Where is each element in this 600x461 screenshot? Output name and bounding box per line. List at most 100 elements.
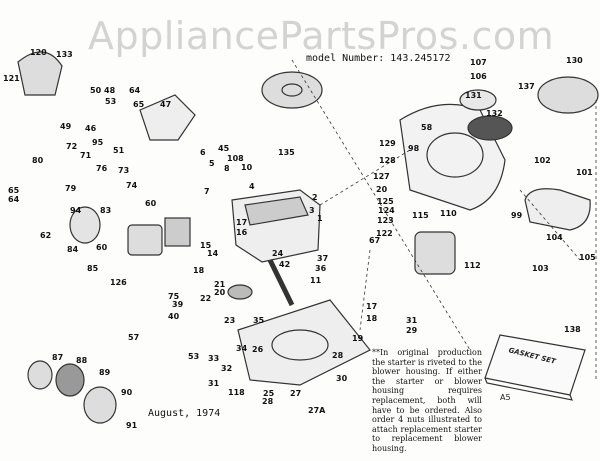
air-cleaner — [17, 51, 101, 244]
part-number-label: 6 — [200, 148, 206, 157]
part-number-label: 124 — [378, 206, 395, 215]
part-number-label: 85 — [87, 264, 99, 273]
part-number-label: 47 — [160, 100, 172, 109]
starter — [459, 76, 599, 141]
part-number-label: 65 — [133, 100, 145, 109]
part-number-label: 31 — [406, 316, 418, 325]
part-number-label: 26 — [252, 345, 264, 354]
part-number-label: 24 — [272, 249, 284, 258]
carburetor — [127, 217, 191, 256]
part-number-label: 28 — [262, 397, 274, 406]
part-number-label: 18 — [366, 314, 378, 323]
part-number-label: 4 — [249, 182, 255, 191]
part-number-label: 39 — [172, 300, 184, 309]
part-number-label: 108 — [227, 154, 244, 163]
part-number-label: 1 — [317, 214, 323, 223]
part-number-label: 138 — [564, 325, 581, 334]
part-number-label: 51 — [113, 146, 125, 155]
part-number-label: 36 — [315, 264, 327, 273]
model-number: model Number: 143.245172 — [306, 53, 451, 64]
part-number-label: 23 — [224, 316, 236, 325]
part-number-label: 28 — [332, 351, 344, 360]
part-number-label: 72 — [66, 142, 78, 151]
part-number-label: 120 — [30, 48, 47, 57]
part-number-label: 107 — [470, 58, 487, 67]
part-number-label: 48 — [104, 86, 116, 95]
part-number-label: 15 — [200, 241, 212, 250]
part-number-label: 129 — [379, 139, 396, 148]
cylinder-head — [139, 94, 196, 141]
part-number-label: 17 — [236, 218, 248, 227]
part-number-label: 27A — [308, 406, 326, 415]
part-number-label: 19 — [352, 334, 364, 343]
part-number-label: 83 — [100, 206, 112, 215]
part-number-label: 76 — [96, 164, 108, 173]
part-number-label: 20 — [376, 185, 388, 194]
part-number-label: 64 — [129, 86, 141, 95]
part-number-label: 46 — [85, 124, 97, 133]
part-number-label: 80 — [32, 156, 44, 165]
part-number-label: 21 — [214, 280, 226, 289]
part-number-label: 34 — [236, 344, 248, 353]
part-number-label: 90 — [121, 388, 133, 397]
part-number-label: 89 — [99, 368, 111, 377]
part-number-label: 16 — [236, 228, 248, 237]
part-number-label: 33 — [208, 354, 220, 363]
part-number-label: 18 — [193, 266, 205, 275]
part-number-label: 79 — [65, 184, 77, 193]
part-number-label: 45 — [218, 144, 230, 153]
part-number-label: 17 — [366, 302, 378, 311]
part-number-label: 10 — [241, 163, 253, 172]
part-number-label: 98 — [408, 144, 420, 153]
part-number-label: 118 — [228, 388, 245, 397]
part-number-label: 101 — [576, 168, 593, 177]
gasket-set-package — [484, 334, 586, 401]
part-number-label: 7 — [204, 187, 210, 196]
part-number-label: 35 — [253, 316, 265, 325]
part-number-label: 123 — [377, 216, 394, 225]
replacement-note: **In original production the starter is … — [372, 348, 483, 453]
part-number-label: 60 — [145, 199, 157, 208]
part-number-label: 31 — [208, 379, 220, 388]
part-number-label: 128 — [379, 156, 396, 165]
part-number-label: 137 — [518, 82, 535, 91]
part-number-label: 102 — [534, 156, 551, 165]
watermark: AppliancePartsPros.com — [88, 14, 555, 58]
part-number-label: 122 — [376, 229, 393, 238]
part-number-label: 53 — [105, 97, 117, 106]
part-number-label: 3 — [309, 206, 315, 215]
part-number-label: 106 — [470, 72, 487, 81]
part-number-label: 84 — [67, 245, 79, 254]
muffler — [524, 188, 591, 231]
part-number-label: 57 — [128, 333, 140, 342]
part-number-label: 20 — [214, 288, 226, 297]
part-number-label: 64 — [8, 195, 20, 204]
part-number-label: 88 — [76, 356, 88, 365]
flywheel — [261, 71, 323, 109]
part-number-label: 67 — [369, 236, 381, 245]
leader-lines — [291, 59, 597, 380]
part-number-label: 127 — [373, 172, 390, 181]
part-number-label: 60 — [96, 243, 108, 252]
part-number-label: 75 — [168, 292, 180, 301]
part-number-label: 40 — [168, 312, 180, 321]
bearings — [27, 360, 117, 424]
diagram-date: August, 1974 — [148, 408, 221, 419]
part-number-label: 132 — [486, 109, 503, 118]
part-number-label: 71 — [80, 151, 92, 160]
part-number-label: 121 — [3, 74, 20, 83]
part-number-label: 135 — [278, 148, 295, 157]
part-number-label: 126 — [110, 278, 127, 287]
part-number-label: 29 — [406, 326, 418, 335]
part-number-label: 30 — [336, 374, 348, 383]
part-number-label: 25 — [263, 389, 275, 398]
part-number-label: 99 — [511, 211, 523, 220]
reference-code: A5 — [500, 393, 511, 402]
part-number-label: 73 — [118, 166, 130, 175]
base-plate — [237, 299, 371, 386]
part-number-label: 110 — [440, 209, 457, 218]
part-number-label: 42 — [279, 260, 291, 269]
part-number-label: 50 — [90, 86, 102, 95]
part-number-label: 130 — [566, 56, 583, 65]
